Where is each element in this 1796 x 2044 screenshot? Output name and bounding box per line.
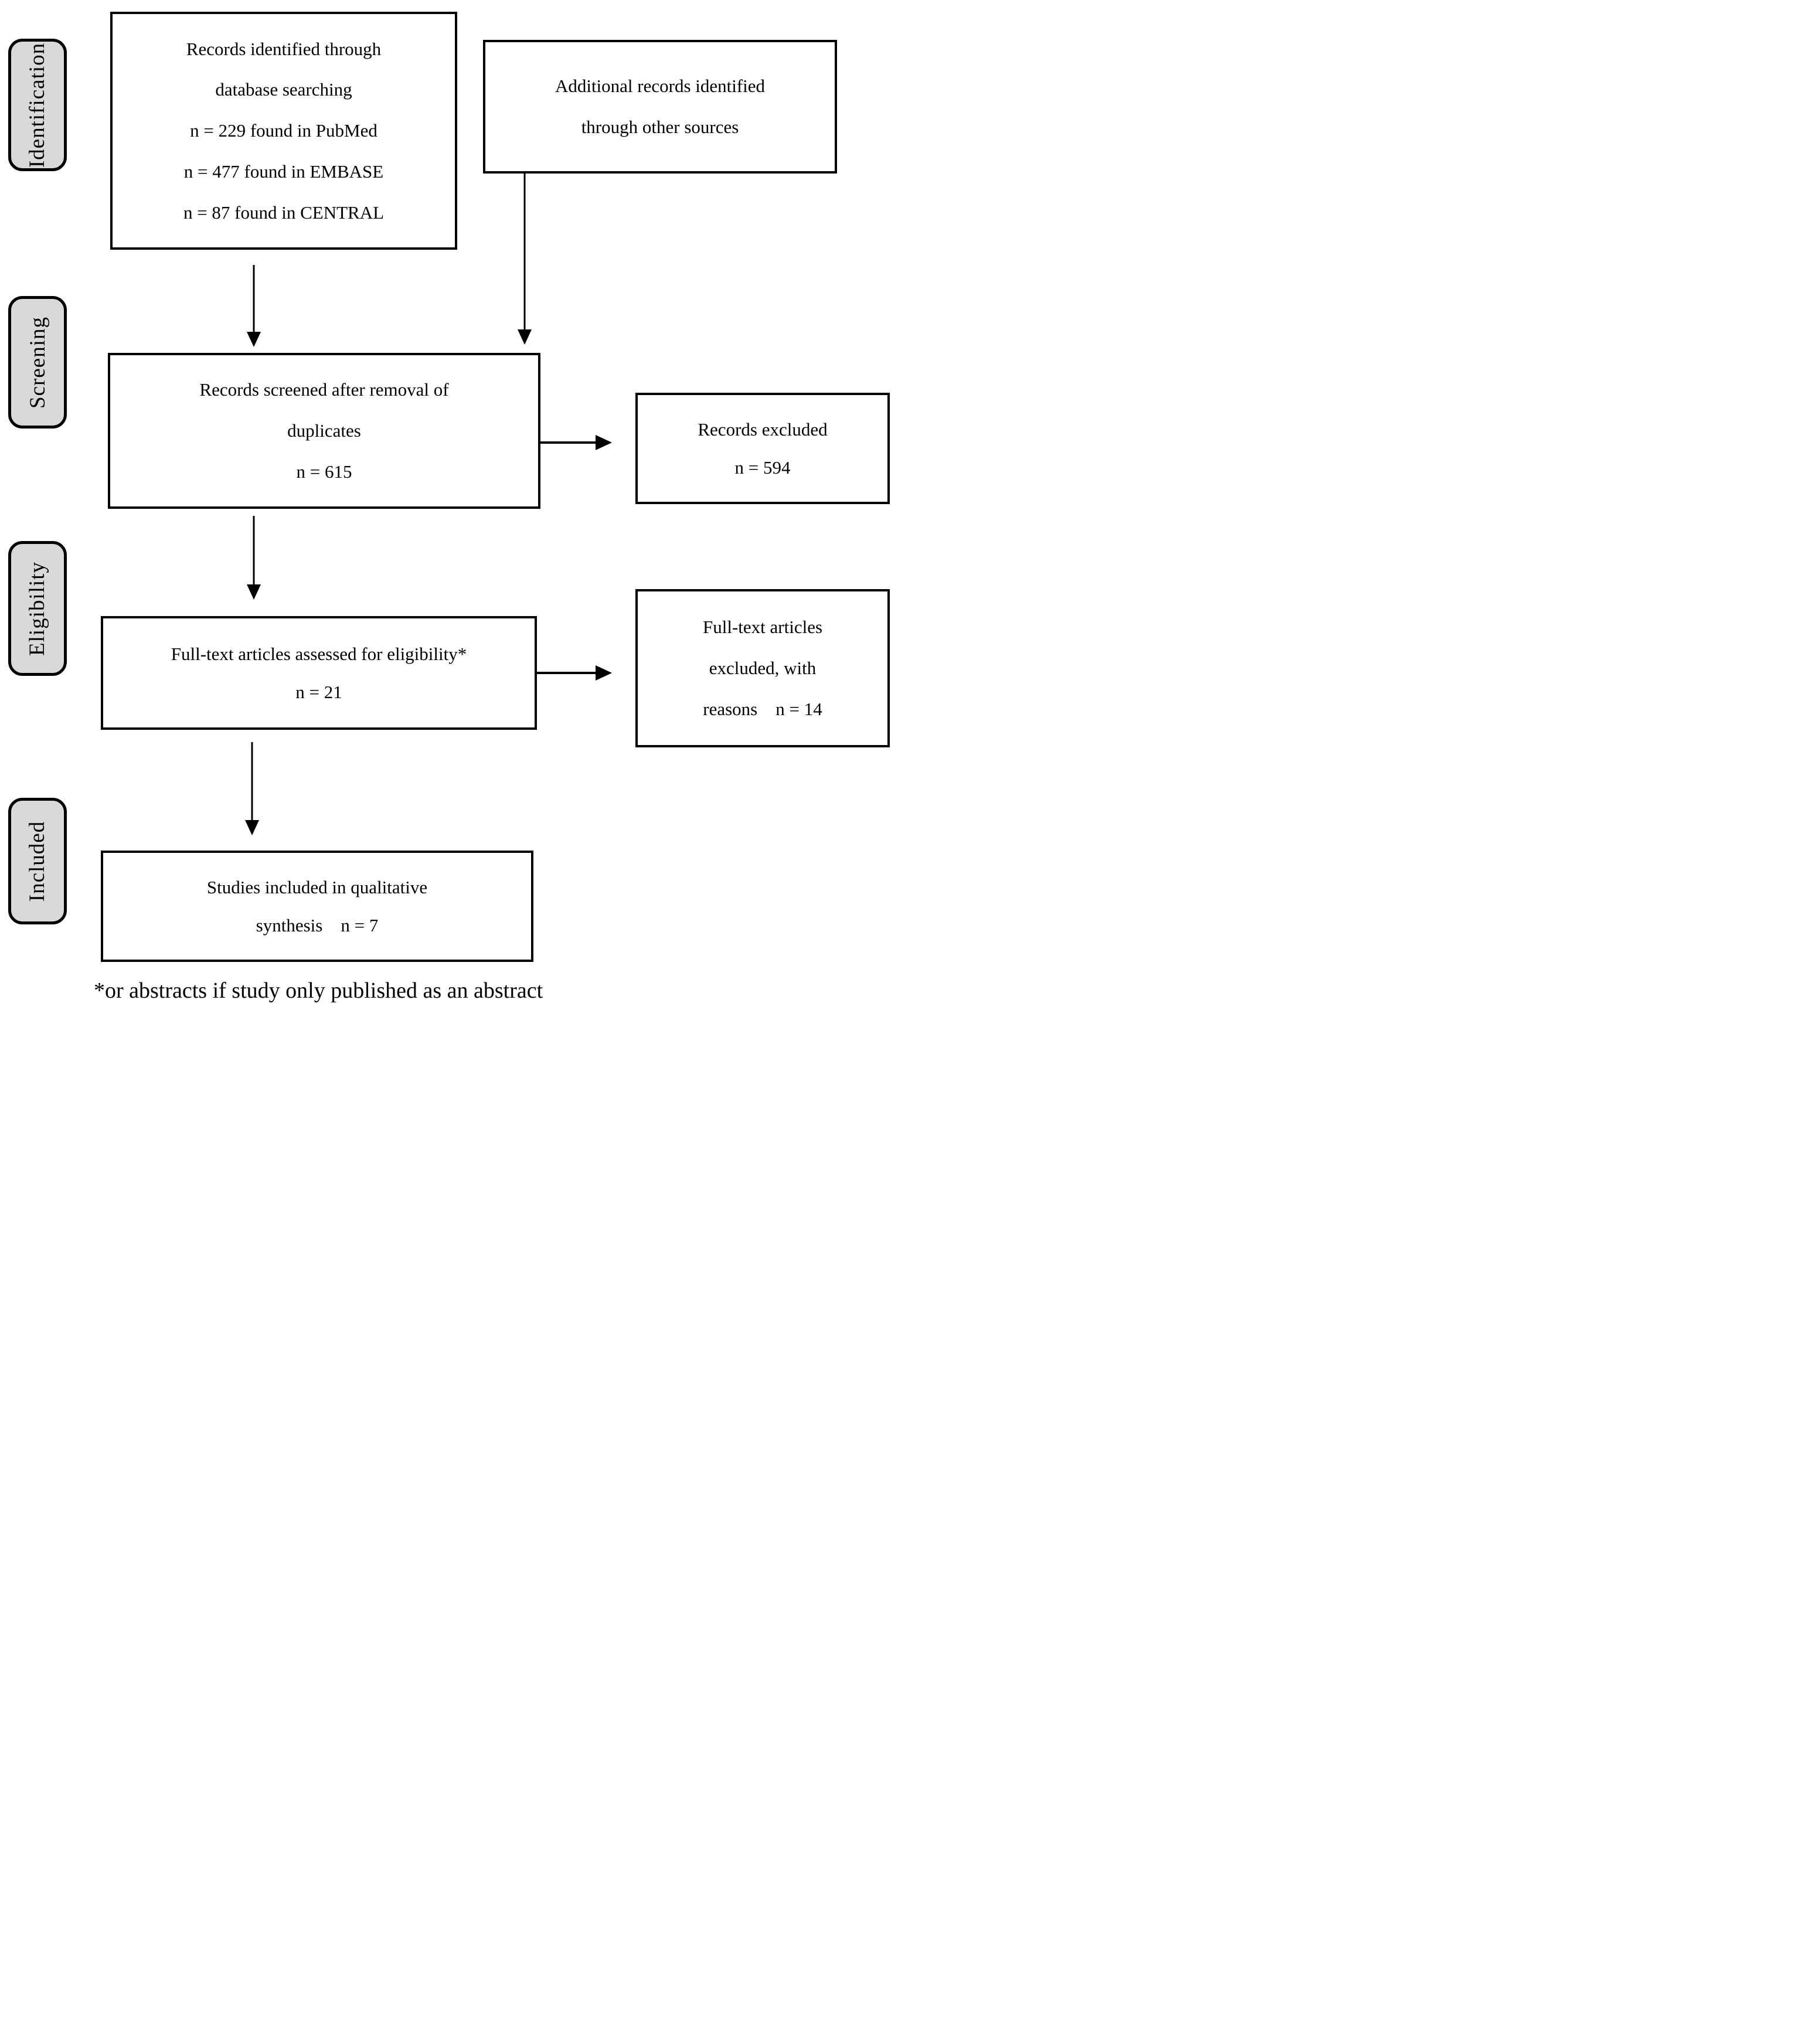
arrow-shaft [253,516,255,586]
stage-identification: Identification [8,39,67,171]
arrow-screened-to-excluded [540,435,612,450]
box-additional-records: Additional records identified through ot… [483,40,837,174]
box-records-identified: Records identified through database sear… [110,12,457,250]
stage-screening: Screening [8,296,67,428]
box-fulltext-excluded: Full-text articles excluded, with reason… [635,589,890,747]
arrow-identified-to-screened [247,265,261,347]
box-records-excluded: Records excluded n = 594 [635,393,890,504]
arrow-shaft [253,265,255,333]
box-fulltext-assessed: Full-text articles assessed for eligibil… [101,616,537,730]
prisma-flow-diagram: Identification Screening Eligibility Inc… [0,0,898,1022]
stage-eligibility: Eligibility [8,541,67,676]
arrow-shaft [540,441,598,444]
arrow-shaft [251,742,253,821]
arrow-head-down-icon [518,329,532,345]
box-studies-included: Studies included in qualitative synthesi… [101,851,533,962]
stage-included-label: Included [25,821,50,902]
arrow-screened-to-fulltext [247,516,261,600]
box-records-screened: Records screened after removal of duplic… [108,353,540,509]
footnote: *or abstracts if study only published as… [94,978,543,1003]
stage-included: Included [8,798,67,924]
stage-screening-label: Screening [25,316,50,409]
arrow-shaft [523,174,526,331]
arrow-head-down-icon [247,584,261,600]
arrow-head-down-icon [245,820,259,835]
arrow-head-right-icon [596,665,612,681]
arrow-additional-to-screened [518,174,532,345]
arrow-head-right-icon [596,435,612,450]
arrow-head-down-icon [247,332,261,347]
arrow-shaft [537,672,598,674]
arrow-fulltext-to-excluded [537,665,612,681]
stage-identification-label: Identification [25,42,50,168]
stage-eligibility-label: Eligibility [25,561,50,656]
arrow-fulltext-to-included [245,742,259,835]
